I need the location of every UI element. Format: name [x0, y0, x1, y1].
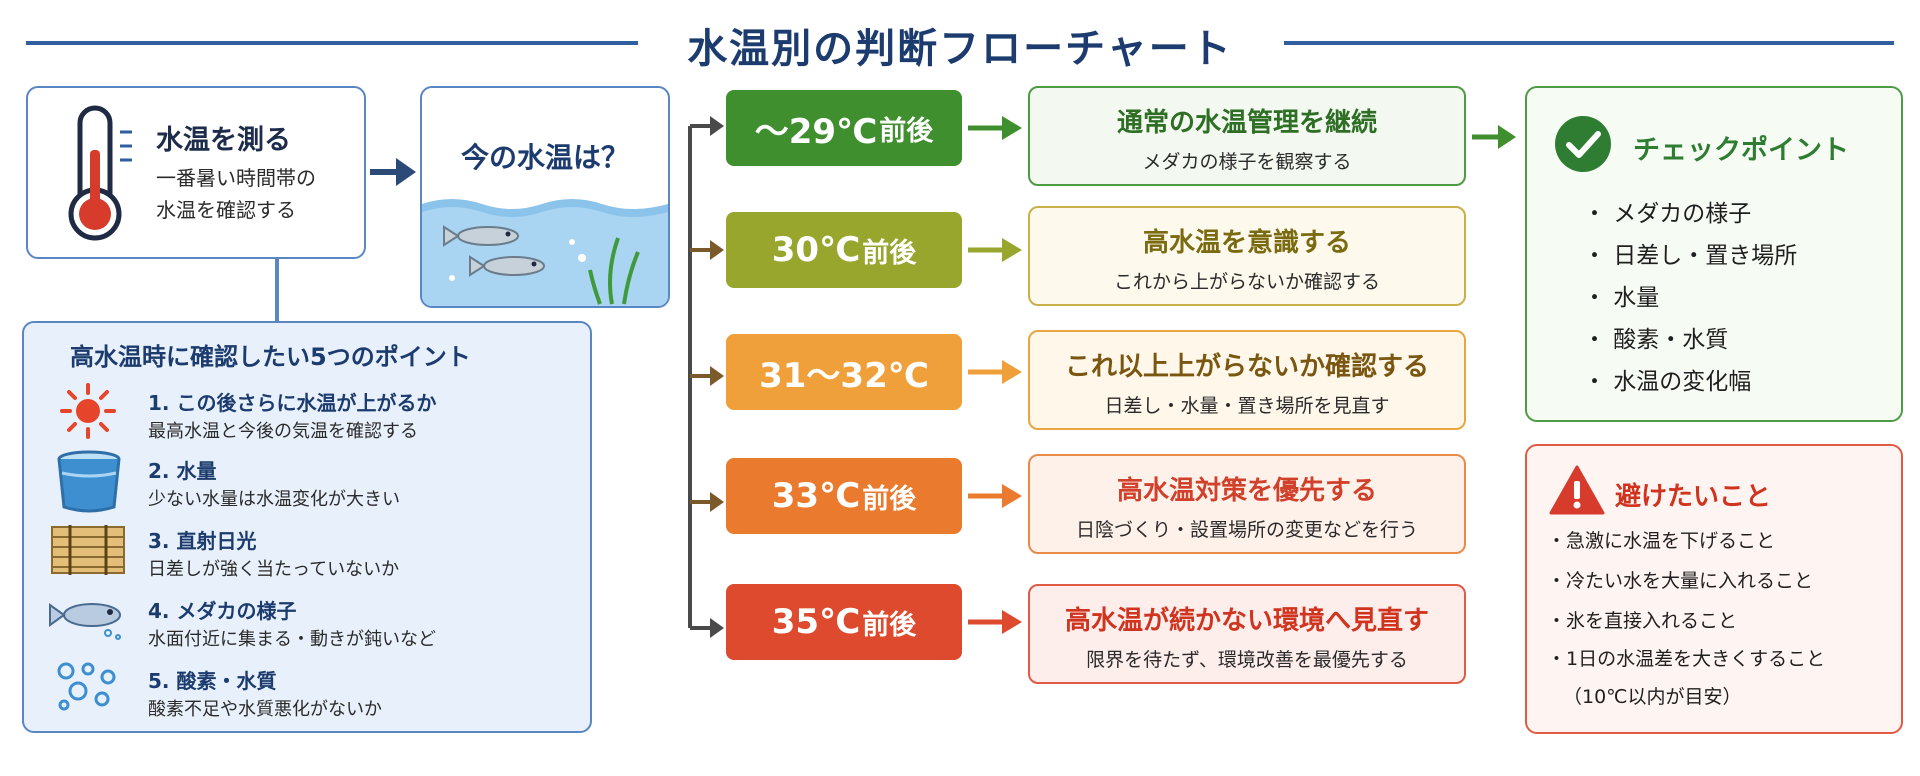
action-heading: これ以上上がらないか確認する [1064, 352, 1429, 382]
temp-suffix: 前後 [862, 237, 917, 269]
action-card-2: 高水温を意識するこれから上がらないか確認する [1028, 206, 1466, 306]
avoid-item: ・冷たい水を大量に入れること [1547, 570, 1814, 592]
point-1-title: 1. この後さらに水温が上がるか [148, 391, 437, 415]
measure-sub-1: 一番暑い時間帯の [156, 166, 316, 190]
arrow-to-action-2 [968, 238, 1022, 262]
temp-suffix: 前後 [879, 115, 934, 147]
checkpoint-item: ・ 日差し・置き場所 [1583, 243, 1798, 269]
water-aquarium-illustration [422, 199, 668, 306]
measure-card: 水温を測る 一番暑い時間帯の 水温を確認する [26, 86, 366, 259]
temp-level-3: 31～32℃ [726, 334, 962, 410]
action-sub: 日陰づくり・設置場所の変更などを行う [1075, 519, 1418, 541]
avoid-heading: 避けたいこと [1615, 482, 1772, 512]
sun-icon [60, 383, 116, 439]
point-2-title: 2. 水量 [148, 459, 217, 483]
action-sub: メダカの様子を観察する [1142, 151, 1352, 173]
arrow-to-action-3 [968, 360, 1022, 384]
action-sub: 日差し・水量・置き場所を見直す [1104, 395, 1390, 417]
bubbles-icon [57, 662, 116, 711]
sunshade-icon [51, 525, 125, 575]
point-3-desc: 日差しが強く当たっていないか [148, 559, 400, 580]
points-heading: 高水温時に確認したい5つのポイント [70, 343, 471, 371]
checkpoint-heading: チェックポイント [1633, 135, 1849, 166]
arrow-to-action-4 [968, 484, 1022, 508]
arrow-to-action-1 [968, 116, 1022, 140]
avoid-note: （10℃以内が目安） [1563, 686, 1742, 708]
thermometer-icon [68, 105, 132, 241]
avoid-item: ・1日の水温差を大きくすること [1547, 648, 1826, 670]
point-2-desc: 少ない水量は水温変化が大きい [148, 489, 400, 510]
action-heading: 通常の水温管理を継続 [1116, 108, 1377, 138]
check-circle-icon [1555, 116, 1611, 172]
point-5-desc: 酸素不足や水質悪化がないか [148, 699, 382, 720]
point-5-title: 5. 酸素・水質 [148, 669, 277, 693]
temp-value: 30℃ [771, 230, 861, 270]
arrow-to-action-5 [968, 610, 1022, 634]
action-card-3: これ以上上がらないか確認する日差し・水量・置き場所を見直す [1028, 330, 1466, 430]
checkpoint-item: ・ メダカの様子 [1583, 201, 1752, 227]
point-3-title: 3. 直射日光 [148, 529, 257, 553]
avoid-card: 避けたいこと ・急激に水温を下げること ・冷たい水を大量に入れること ・氷を直接… [1525, 444, 1903, 734]
temp-value: ～29℃ [754, 111, 878, 152]
action-heading: 高水温が続かない環境へ見直す [1064, 606, 1429, 636]
flow-bracket [688, 116, 724, 638]
checkpoint-card: チェックポイント ・ メダカの様子 ・ 日差し・置き場所 ・ 水量 ・ 酸素・水… [1525, 86, 1903, 422]
checkpoint-item: ・ 水温の変化幅 [1583, 369, 1752, 395]
page-title: 水温別の判断フローチャート [687, 26, 1233, 72]
medaka-fish-icon [49, 603, 121, 640]
avoid-item: ・氷を直接入れること [1547, 610, 1738, 632]
medaka-fish-icon [469, 255, 545, 277]
title-rule-right [1284, 41, 1894, 45]
action-sub: 限界を待たず、環境改善を最優先する [1086, 649, 1408, 671]
warning-icon [1549, 465, 1605, 515]
temp-value: 33℃ [771, 476, 861, 516]
point-4-title: 4. メダカの様子 [148, 599, 297, 623]
action-heading: 高水温を意識する [1142, 228, 1351, 258]
action-card-1: 通常の水温管理を継続メダカの様子を観察する [1028, 86, 1466, 186]
connector-line [275, 259, 279, 321]
temp-suffix: 前後 [862, 483, 917, 515]
medaka-fish-icon [443, 225, 519, 247]
points-card: 高水温時に確認したい5つのポイント 1. この後さらに水温が上がるか 最高水温と… [22, 321, 592, 733]
checkpoint-item: ・ 酸素・水質 [1583, 327, 1729, 353]
point-1-desc: 最高水温と今後の気温を確認する [148, 421, 418, 442]
avoid-item: ・急激に水温を下げること [1547, 530, 1776, 552]
arrow-measure-to-question [370, 158, 416, 186]
temp-value: 35℃ [771, 602, 861, 642]
measure-sub-2: 水温を確認する [156, 198, 296, 222]
action-heading: 高水温対策を優先する [1116, 476, 1377, 506]
checkpoint-item: ・ 水量 [1583, 285, 1660, 311]
temp-suffix: 前後 [862, 609, 917, 641]
arrow-to-checkpoint [1472, 125, 1516, 149]
point-4-desc: 水面付近に集まる・動きが鈍いなど [148, 629, 436, 650]
action-sub: これから上がらないか確認する [1113, 271, 1380, 293]
question-label: 今の水温は？ [460, 141, 629, 174]
water-plant-icon [588, 237, 640, 305]
water-container-icon [57, 450, 121, 513]
question-card: 今の水温は？ [420, 86, 670, 308]
temp-value: 31～32℃ [759, 355, 929, 396]
action-card-5: 高水温が続かない環境へ見直す限界を待たず、環境改善を最優先する [1028, 584, 1466, 684]
action-card-4: 高水温対策を優先する日陰づくり・設置場所の変更などを行う [1028, 454, 1466, 554]
measure-heading: 水温を測る [156, 125, 291, 156]
title-rule-left [26, 41, 638, 45]
